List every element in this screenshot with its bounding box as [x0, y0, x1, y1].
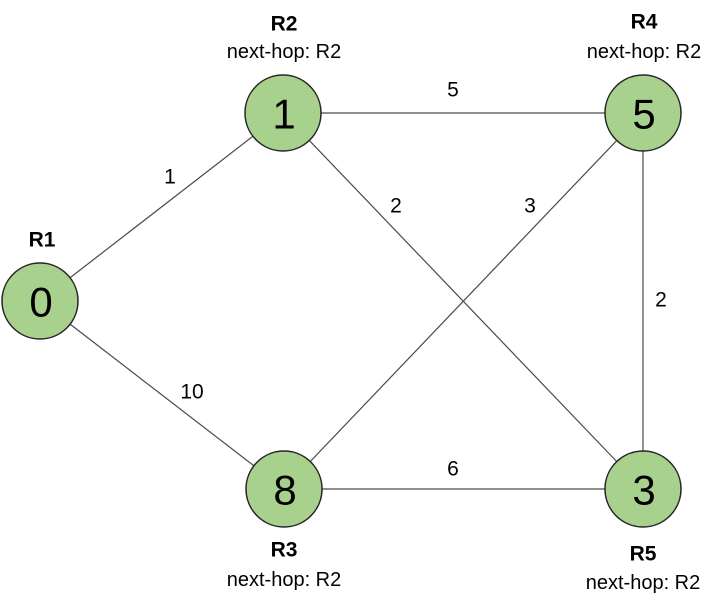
- edge-r1-r3: [39, 300, 285, 490]
- edge-weight-r2-r4: 5: [447, 79, 459, 102]
- node-r4-nexthop: next-hop: R2: [587, 41, 702, 63]
- node-r5: 3 R5 next-hop: R2: [586, 450, 701, 594]
- node-r2-label: R2: [271, 13, 298, 36]
- node-r2-circle: [244, 74, 322, 152]
- edge-weight-r4-r5: 2: [655, 289, 667, 312]
- node-r1-label: R1: [29, 229, 56, 252]
- node-r3: 8 R3 next-hop: R2: [227, 450, 342, 591]
- node-r4: 5 R4 next-hop: R2: [587, 11, 702, 152]
- node-r3-label: R3: [271, 539, 298, 562]
- node-r1-cost: 0: [29, 279, 52, 326]
- edge-weight-r1-r3: 10: [180, 381, 203, 404]
- edge-weight-r1-r2: 1: [164, 166, 176, 189]
- node-r3-nexthop: next-hop: R2: [227, 569, 342, 591]
- edge-weight-r3-r5: 6: [447, 458, 459, 481]
- node-r3-cost: 8: [273, 467, 296, 514]
- node-r4-cost: 5: [632, 91, 655, 138]
- node-r5-cost: 3: [632, 467, 655, 514]
- node-r5-label: R5: [630, 543, 657, 566]
- node-r2-nexthop: next-hop: R2: [227, 41, 342, 63]
- edge-r1-r2: [39, 112, 284, 302]
- node-r3-circle: [245, 450, 323, 528]
- node-r2: 1 R2 next-hop: R2: [227, 13, 342, 152]
- node-r4-circle: [604, 74, 682, 152]
- node-r4-label: R4: [631, 11, 658, 34]
- edge-weights: 1 10 5 2 3 2 6: [164, 79, 667, 481]
- edge-weight-r2-r5: 2: [390, 195, 402, 218]
- node-r5-circle: [604, 450, 682, 528]
- node-r1-circle: [1, 262, 79, 340]
- node-r5-nexthop: next-hop: R2: [586, 572, 701, 594]
- node-r1: 0 R1: [1, 229, 79, 340]
- edge-weight-r4-r3: 3: [524, 195, 536, 218]
- node-r2-cost: 1: [272, 91, 295, 138]
- edge-r4-r3: [283, 112, 644, 490]
- edge-lines: [39, 112, 644, 490]
